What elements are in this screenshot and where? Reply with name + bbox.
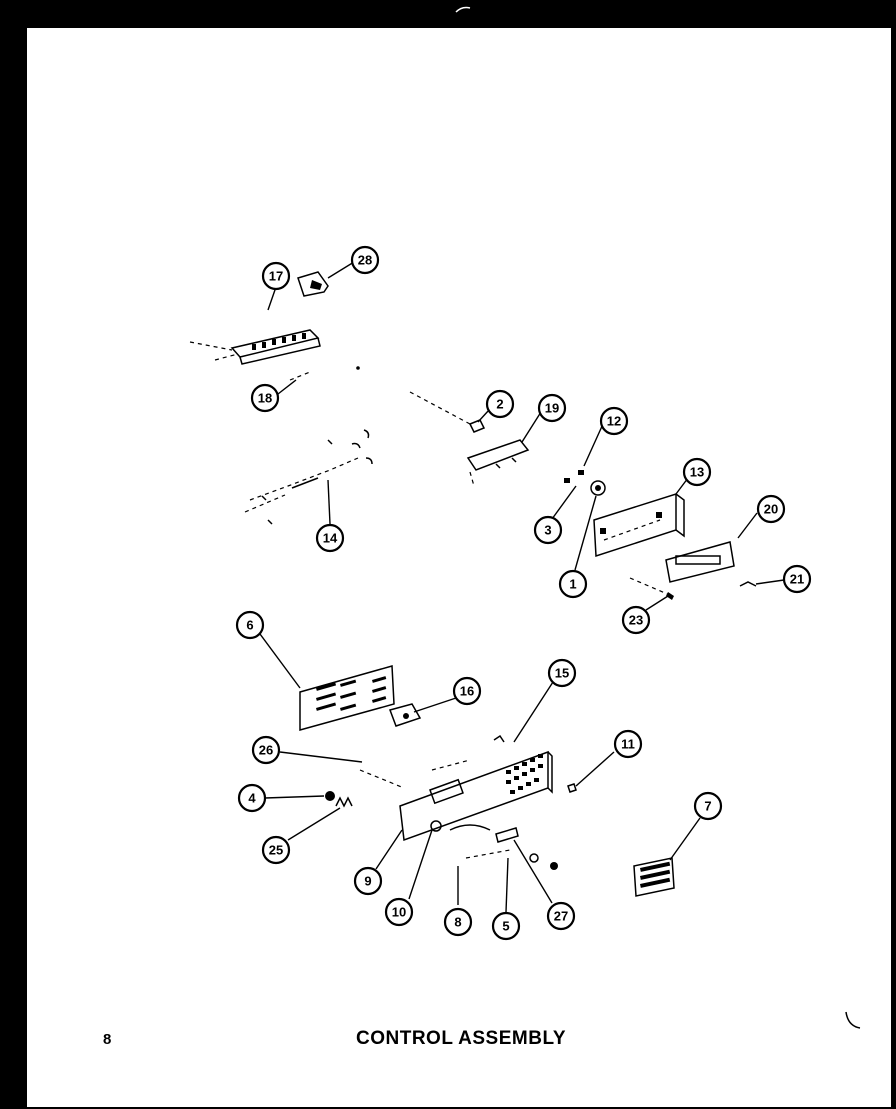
callout-label: 26 [259, 743, 273, 758]
callout-3: 3 [533, 515, 563, 545]
callout-label: 2 [496, 397, 503, 412]
callout-label: 16 [460, 684, 474, 699]
callout-27: 27 [546, 901, 576, 931]
callout-8: 8 [443, 907, 473, 937]
grommet-part [325, 791, 335, 801]
callout-10: 10 [384, 897, 414, 927]
callout-13: 13 [682, 457, 712, 487]
page-number: 8 [103, 1031, 112, 1048]
screw-11-part [567, 783, 577, 793]
callout-2: 2 [485, 389, 515, 419]
clip-15-part [493, 734, 505, 743]
callout-5: 5 [491, 911, 521, 941]
callout-label: 27 [554, 909, 568, 924]
callout-19: 19 [537, 393, 567, 423]
callout-label: 4 [248, 791, 256, 806]
bottom-hardware-part [449, 824, 558, 870]
spring-part [335, 796, 353, 808]
callout-label: 13 [690, 465, 704, 480]
callout-label: 1 [569, 577, 576, 592]
callout-label: 7 [704, 799, 711, 814]
callout-16: 16 [452, 676, 482, 706]
screw-23-part [666, 592, 674, 600]
callout-label: 25 [269, 843, 283, 858]
page-title: CONTROL ASSEMBLY [356, 1028, 566, 1049]
callout-label: 20 [764, 502, 778, 517]
callout-21: 21 [782, 564, 812, 594]
callout-17: 17 [261, 261, 291, 291]
callout-11: 11 [613, 729, 643, 759]
scan-mark [845, 1011, 861, 1029]
callout-23: 23 [621, 605, 651, 635]
callout-26: 26 [251, 735, 281, 765]
callout-9: 9 [353, 866, 383, 896]
callout-label: 12 [607, 414, 621, 429]
screw-point [356, 366, 360, 370]
callout-label: 8 [454, 915, 461, 930]
terminal-strip-part [189, 329, 321, 381]
callout-label: 28 [358, 253, 372, 268]
knob-part [564, 470, 606, 496]
callout-label: 18 [258, 391, 272, 406]
callout-25: 25 [261, 835, 291, 865]
callout-1: 1 [558, 569, 588, 599]
wire-lead [409, 391, 471, 425]
callout-label: 19 [545, 401, 559, 416]
grille-part [299, 665, 395, 731]
transformer-part [389, 703, 422, 727]
callout-label: 10 [392, 905, 406, 920]
callout-15: 15 [547, 658, 577, 688]
connector-part [297, 271, 329, 297]
callout-label: 3 [544, 523, 551, 538]
callout-label: 6 [246, 618, 253, 633]
wiring-diagram-card-part [633, 857, 675, 897]
callout-12: 12 [599, 406, 629, 436]
callout-28: 28 [350, 245, 380, 275]
switch-part [466, 419, 530, 487]
switch-plate-part [629, 541, 735, 597]
callout-6: 6 [235, 610, 265, 640]
scan-mark [455, 6, 471, 13]
control-board-part [359, 750, 553, 842]
callout-18: 18 [250, 383, 280, 413]
callout-label: 15 [555, 666, 569, 681]
callout-7: 7 [693, 791, 723, 821]
callout-label: 21 [790, 572, 804, 587]
callout-label: 9 [364, 874, 371, 889]
callout-label: 11 [621, 737, 635, 752]
leader-lines [259, 261, 785, 913]
callout-label: 14 [323, 531, 338, 546]
wire-harness-part [244, 429, 373, 525]
control-bracket-part [593, 492, 685, 558]
callout-4: 4 [237, 783, 267, 813]
callout-label: 23 [629, 613, 643, 628]
callout-label: 5 [502, 919, 509, 934]
callout-label: 17 [269, 269, 283, 284]
callout-20: 20 [756, 494, 786, 524]
callout-14: 14 [315, 523, 345, 553]
screw-21-part [739, 581, 757, 587]
